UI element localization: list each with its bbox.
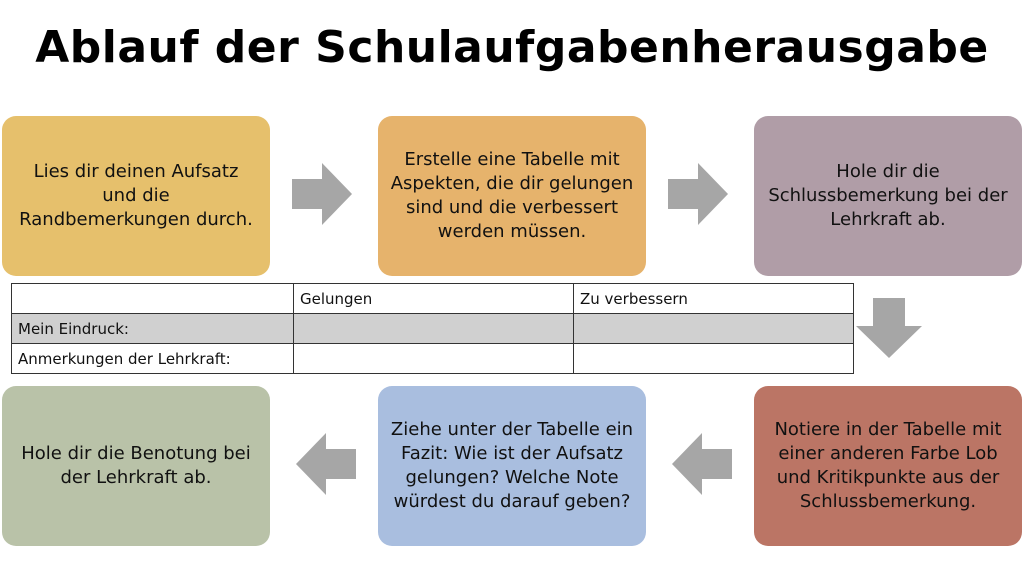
table-row-label: Mein Eindruck: [11,313,294,344]
arrow-right-icon [292,163,352,225]
evaluation-table: Gelungen Zu verbessern Mein Eindruck: An… [11,283,854,374]
table-cell [293,313,574,344]
step-get-final-remark: Hole dir die Schlussbemerkung bei der Le… [754,116,1022,276]
step-read-essay: Lies dir deinen Aufsatz und die Randbeme… [2,116,270,276]
step-draw-conclusion-text: Ziehe unter der Tabelle ein Fazit: Wie i… [390,419,634,512]
table-cell [293,343,574,374]
step-create-table: Erstelle eine Tabelle mit Aspekten, die … [378,116,646,276]
step-get-grade-text: Hole dir die Benotung bei der Lehrkraft … [21,443,251,488]
table-header-row: Gelungen Zu verbessern [11,283,854,314]
arrow-right-icon [668,163,728,225]
arrow-down-icon [856,298,922,358]
step-get-final-remark-text: Hole dir die Schlussbemerkung bei der Le… [768,161,1008,230]
page-title: Ablauf der Schulaufgabenherausgabe [35,22,989,73]
step-read-essay-text: Lies dir deinen Aufsatz und die Randbeme… [19,161,253,230]
step-create-table-text: Erstelle eine Tabelle mit Aspekten, die … [390,149,634,242]
table-row-label: Anmerkungen der Lehrkraft: [11,343,294,374]
table-header-cell: Gelungen [293,283,574,314]
table-row: Anmerkungen der Lehrkraft: [11,343,854,374]
step-get-grade: Hole dir die Benotung bei der Lehrkraft … [2,386,270,546]
step-note-feedback: Notiere in der Tabelle mit einer anderen… [754,386,1022,546]
arrow-left-icon [672,433,732,495]
table-header-cell [11,283,294,314]
step-note-feedback-text: Notiere in der Tabelle mit einer anderen… [774,419,1002,512]
table-header-cell: Zu verbessern [573,283,854,314]
table-cell [573,313,854,344]
arrow-left-icon [296,433,356,495]
table-row: Mein Eindruck: [11,313,854,344]
table-cell [573,343,854,374]
step-draw-conclusion: Ziehe unter der Tabelle ein Fazit: Wie i… [378,386,646,546]
